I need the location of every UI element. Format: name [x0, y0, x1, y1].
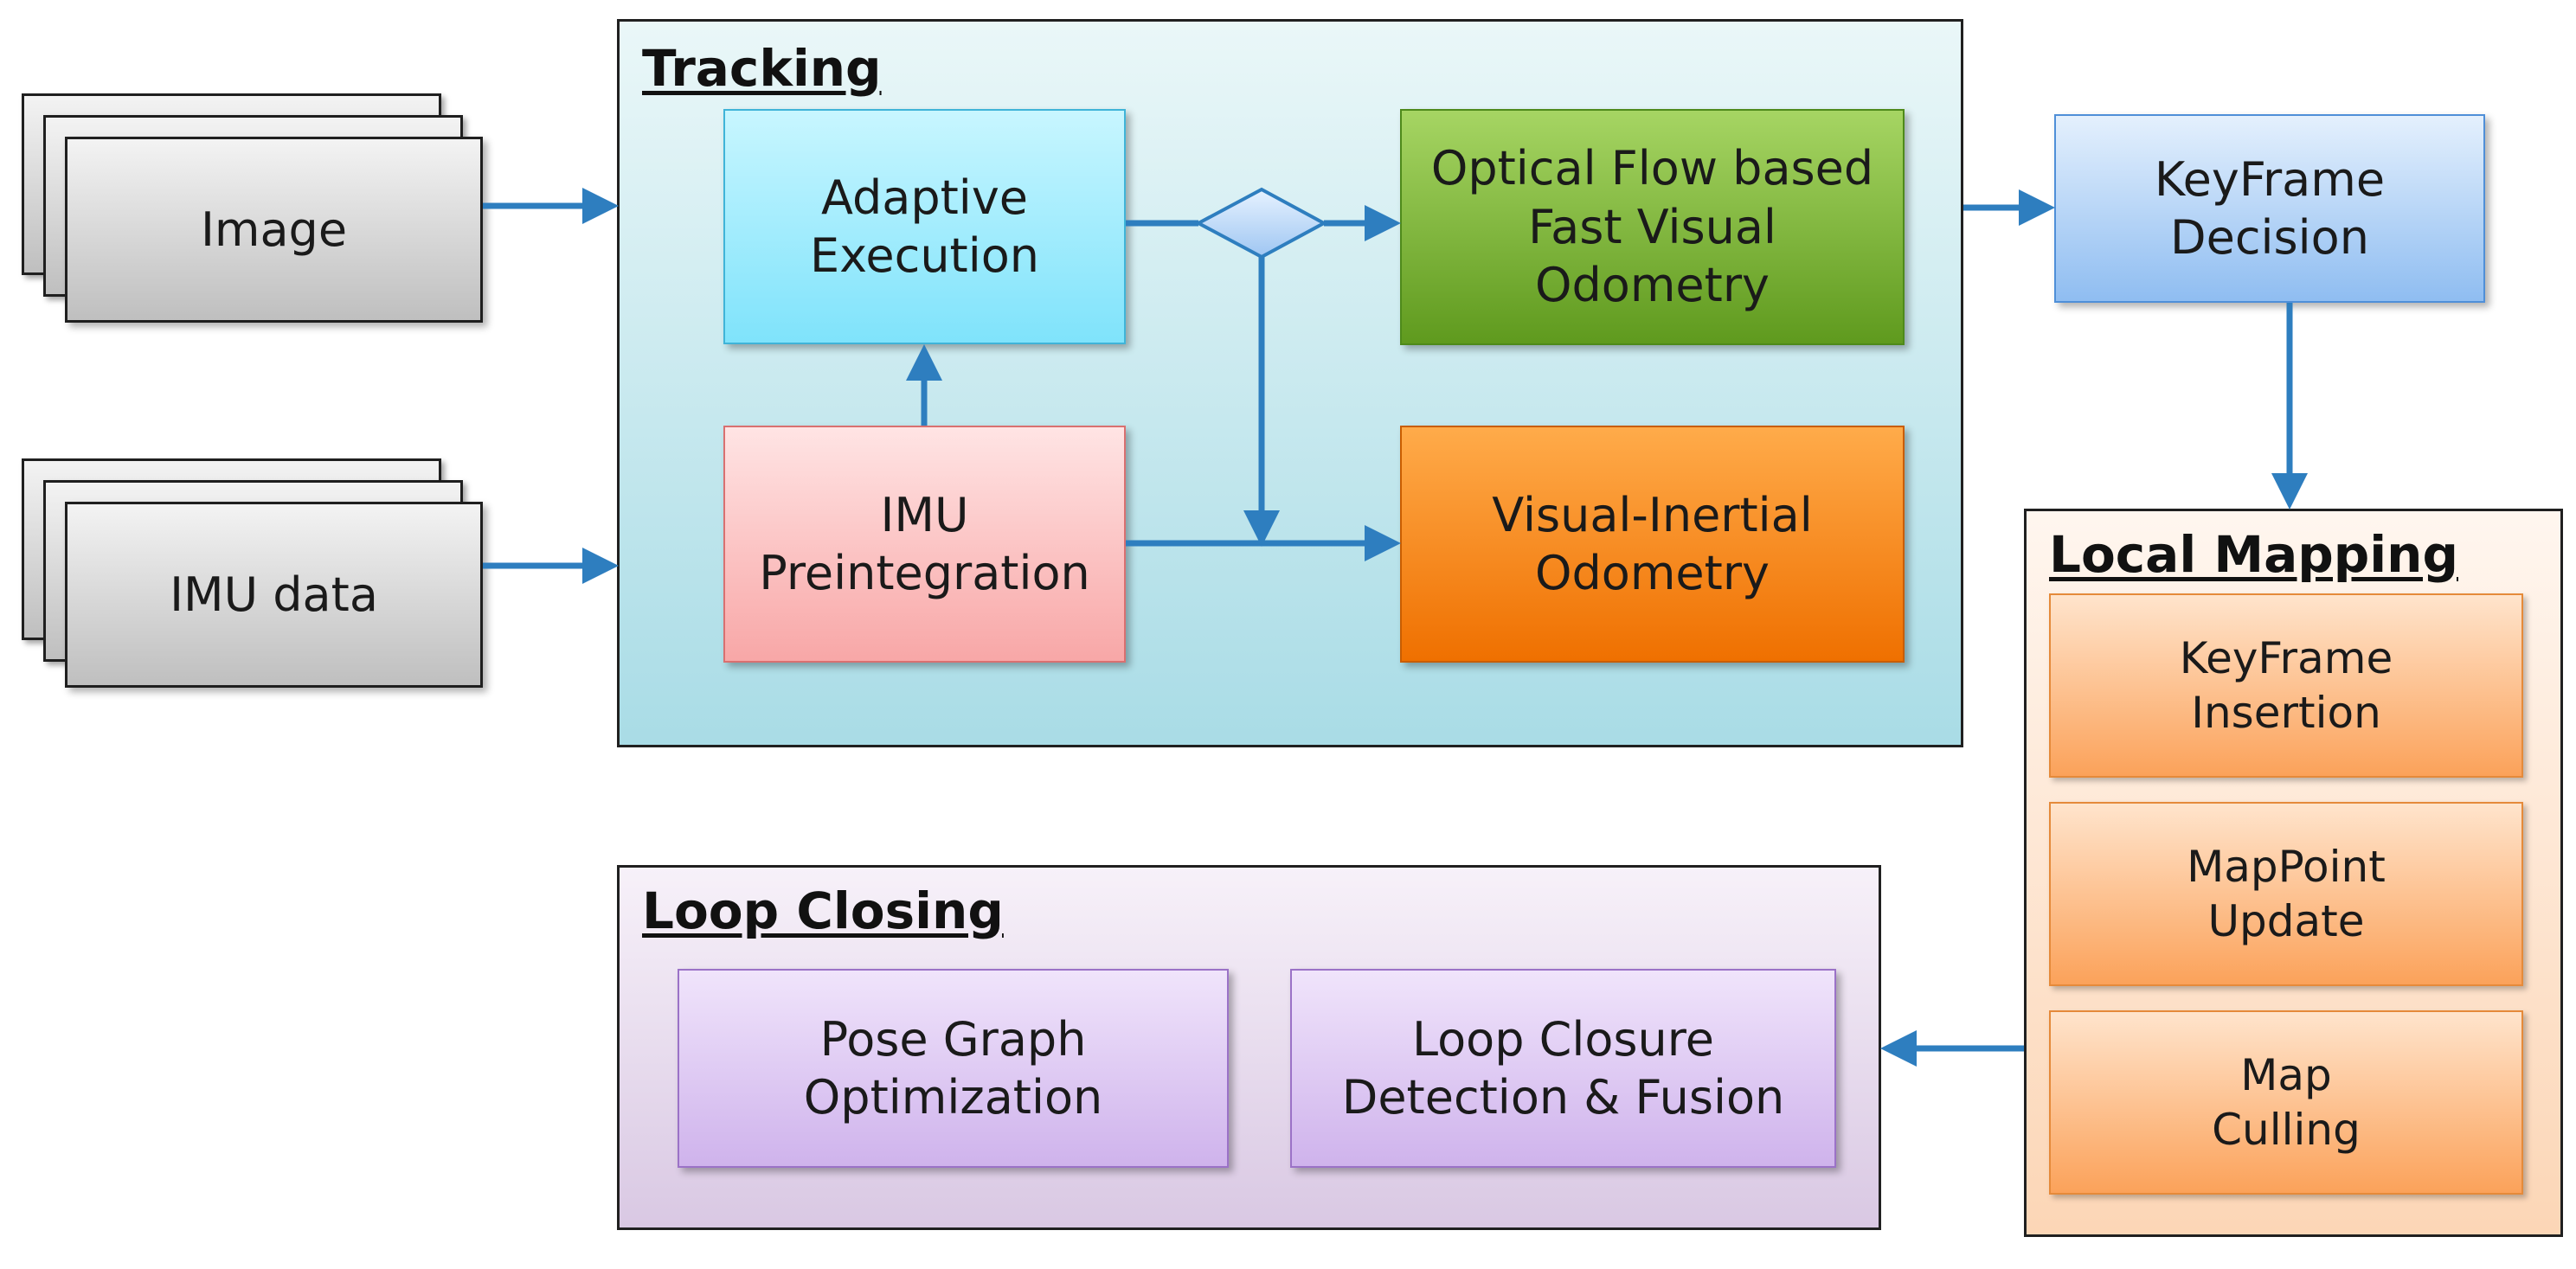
- keyframe-decision-node: KeyFrame Decision: [2054, 114, 2485, 303]
- mappoint-update-node: MapPoint Update: [2049, 802, 2523, 986]
- keyframe-insertion-node: KeyFrame Insertion: [2049, 593, 2523, 778]
- tracking-title: Tracking: [642, 39, 882, 98]
- loop-closure-label: Loop Closure Detection & Fusion: [1341, 1011, 1785, 1125]
- imu-input: IMU data: [65, 502, 483, 688]
- optical-flow-vo-node: Optical Flow based Fast Visual Odometry: [1400, 109, 1905, 345]
- adaptive-execution-node: Adaptive Execution: [723, 109, 1126, 344]
- image-input-label: Image: [200, 202, 348, 257]
- keyframe-insertion-label: KeyFrame Insertion: [2179, 633, 2393, 738]
- vio-node: Visual-Inertial Odometry: [1400, 426, 1905, 663]
- image-input: Image: [65, 137, 483, 323]
- adaptive-execution-label: Adaptive Execution: [810, 170, 1039, 284]
- pose-graph-node: Pose Graph Optimization: [678, 969, 1229, 1168]
- vio-label: Visual-Inertial Odometry: [1492, 487, 1813, 601]
- local-mapping-title: Local Mapping: [2049, 525, 2458, 584]
- decision-diamond: [1194, 187, 1328, 260]
- keyframe-decision-label: KeyFrame Decision: [2154, 151, 2386, 266]
- pose-graph-label: Pose Graph Optimization: [803, 1011, 1103, 1125]
- imu-preintegration-node: IMU Preintegration: [723, 426, 1126, 663]
- map-culling-node: Map Culling: [2049, 1010, 2523, 1195]
- optical-flow-vo-label: Optical Flow based Fast Visual Odometry: [1430, 141, 1874, 313]
- loop-closure-node: Loop Closure Detection & Fusion: [1290, 969, 1836, 1168]
- imu-preintegration-label: IMU Preintegration: [759, 487, 1090, 601]
- mappoint-update-label: MapPoint Update: [2187, 842, 2386, 946]
- imu-input-label: IMU data: [170, 567, 378, 622]
- map-culling-label: Map Culling: [2212, 1050, 2361, 1155]
- loop-closing-title: Loop Closing: [642, 881, 1004, 940]
